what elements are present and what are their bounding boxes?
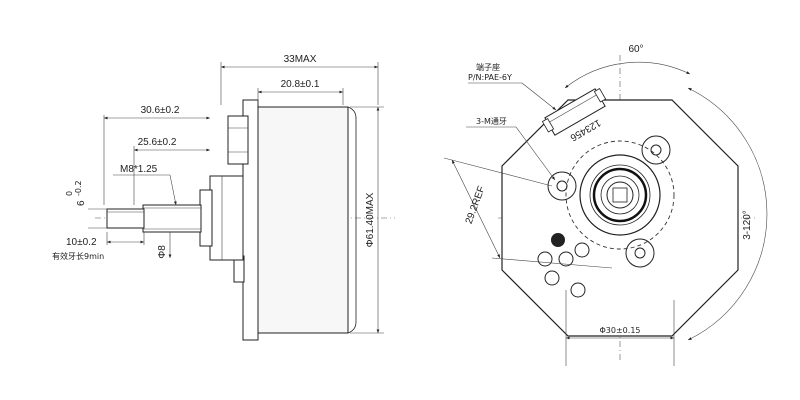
flat-tolerance-nominal: 6 <box>76 200 87 206</box>
shaft-length-label: 30.6±0.2 <box>141 105 180 116</box>
terminal-part-no: P/N:PAE-6Y <box>468 73 512 82</box>
nut <box>199 189 213 247</box>
shaft-end <box>606 181 634 209</box>
housing-diameter-label: Φ61.40MAX <box>365 192 376 247</box>
flat-length-label: 10±0.2 <box>66 237 97 248</box>
overall-length-label: 33MAX <box>284 54 317 65</box>
lead-hole-filled <box>551 233 565 247</box>
housing-body <box>257 106 349 334</box>
threaded-section <box>142 204 202 233</box>
bolt-circle-label: Φ30±0.15 <box>600 326 641 335</box>
housing-depth-label: 20.8±0.1 <box>281 79 320 90</box>
angle-top-label: 60° <box>628 44 643 55</box>
side-view: 33MAX 20.8±0.1 30.6±0.2 25.6±0.2 M8*1.25… <box>52 54 395 341</box>
effective-thread-note: 有效牙长9min <box>52 251 104 261</box>
thread-diameter-label: Φ8 <box>157 245 168 259</box>
bushing <box>209 175 244 261</box>
shaft-step-label: 25.6±0.2 <box>138 137 177 148</box>
terminal-block-side <box>227 115 249 165</box>
shaft <box>106 208 145 229</box>
flat-tolerance-upper: 0 <box>65 191 74 196</box>
mount-hole-label: 3-M通牙 <box>476 116 507 126</box>
angle-right-label: 3-120° <box>742 210 753 240</box>
terminal-label: 端子座 <box>476 62 500 72</box>
flat-tolerance-lower: -0.2 <box>74 180 83 196</box>
front-view: 123456 端子座 P/N:PAE-6Y 3-M通牙 60° 3-120° 2… <box>443 44 768 366</box>
thread-spec-label: M8*1.25 <box>120 164 158 175</box>
bolt-circle <box>565 140 675 250</box>
